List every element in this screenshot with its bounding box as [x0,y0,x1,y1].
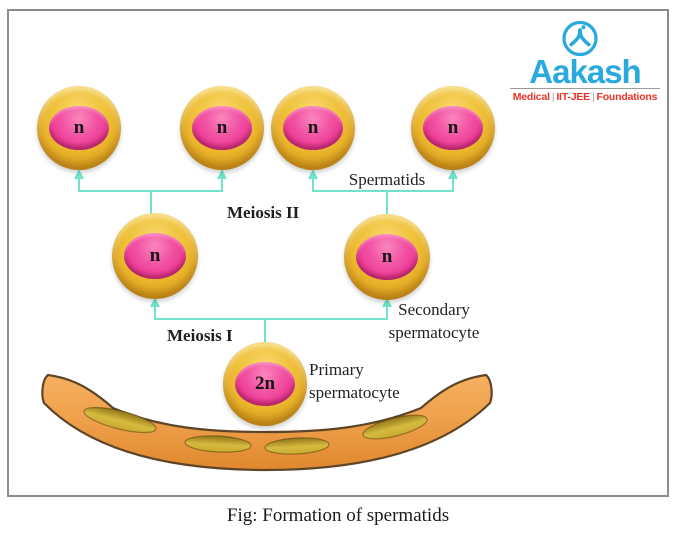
meiosis1-bracket-line [154,318,388,320]
up-arrowhead-icon [308,169,318,179]
secondary-spermatocyte-nucleus-2: n [356,234,418,280]
meiosis-2-label: Meiosis II [227,203,300,222]
meiosis2-left-branch [78,179,80,191]
meiosis2-right-branch [312,179,314,191]
up-arrowhead-icon [217,169,227,179]
ploidy-label: n [381,246,393,267]
primary-spermatocyte-label: Primary spermatocyte [309,358,400,404]
tagline-foundations: Foundations [596,91,658,103]
meiosis-1-label: Meiosis I [167,326,233,345]
ploidy-label: n [447,117,459,138]
logo-divider [510,88,660,89]
aakash-circle-figure-icon [562,20,598,57]
tagline-iitjee: IIT-JEE [556,91,590,103]
meiosis2-left-branch [221,179,223,191]
spermatid-cell-2: n [180,86,264,170]
secondary-spermatocyte-label-line1: Secondary [398,300,470,319]
up-arrowhead-icon [448,169,458,179]
primary-spermatocyte-label-line1: Primary [309,360,364,379]
tagline-separator: | [591,91,595,103]
secondary-spermatocyte-cell-1: n [112,213,198,299]
meiosis1-branch [154,307,156,319]
secondary-spermatocyte-nucleus-1: n [124,233,186,279]
spermatid-cell-1: n [37,86,121,170]
primary-spermatocyte-label-line2: spermatocyte [309,383,400,402]
tubule-cell-nucleus [184,435,252,453]
tubule-cell-nucleus [264,437,330,455]
primary-spermatocyte-cell: 2n [223,342,307,426]
secondary-spermatocyte-label-line2: spermatocyte [388,323,480,342]
ploidy-label: n [307,117,319,138]
tubule-band [41,373,493,472]
secondary-spermatocyte-label: Secondary spermatocyte [376,298,492,344]
up-arrowhead-icon [150,297,160,307]
spermatid-nucleus-1: n [49,106,109,150]
meiosis2-left-stem [150,191,152,216]
seminiferous-tubule-wall [41,373,493,472]
logo-brand-text: Aakash [529,53,641,90]
tubule-cell-nucleus [83,406,157,434]
ploidy-label: n [73,117,85,138]
secondary-spermatocyte-cell-2: n [344,214,430,300]
figure-caption: Fig: Formation of spermatids [226,505,450,526]
ploidy-label: 2n [254,373,276,394]
up-arrowhead-icon [74,169,84,179]
meiosis2-right-bracket-line [312,190,454,192]
tagline-separator: | [551,91,555,103]
spermatid-nucleus-3: n [283,106,343,150]
tubule-cell-nucleus [362,414,428,440]
ploidy-label: n [149,245,161,266]
spermatid-cell-3: n [271,86,355,170]
meiosis1-stem [264,319,266,345]
spermatid-nucleus-4: n [423,106,483,150]
ploidy-label: n [216,117,228,138]
logo-tagline: Medical | IIT-JEE | Foundations [508,91,662,103]
up-arrowhead-icon [382,297,392,307]
spermatid-nucleus-2: n [192,106,252,150]
spermatids-label: Spermatids [348,170,426,189]
primary-spermatocyte-nucleus: 2n [235,362,295,406]
meiosis2-right-branch [452,179,454,191]
meiosis2-right-stem [386,191,388,217]
meiosis1-branch [386,307,388,319]
spermatid-cell-4: n [411,86,495,170]
tagline-medical: Medical [512,91,550,103]
